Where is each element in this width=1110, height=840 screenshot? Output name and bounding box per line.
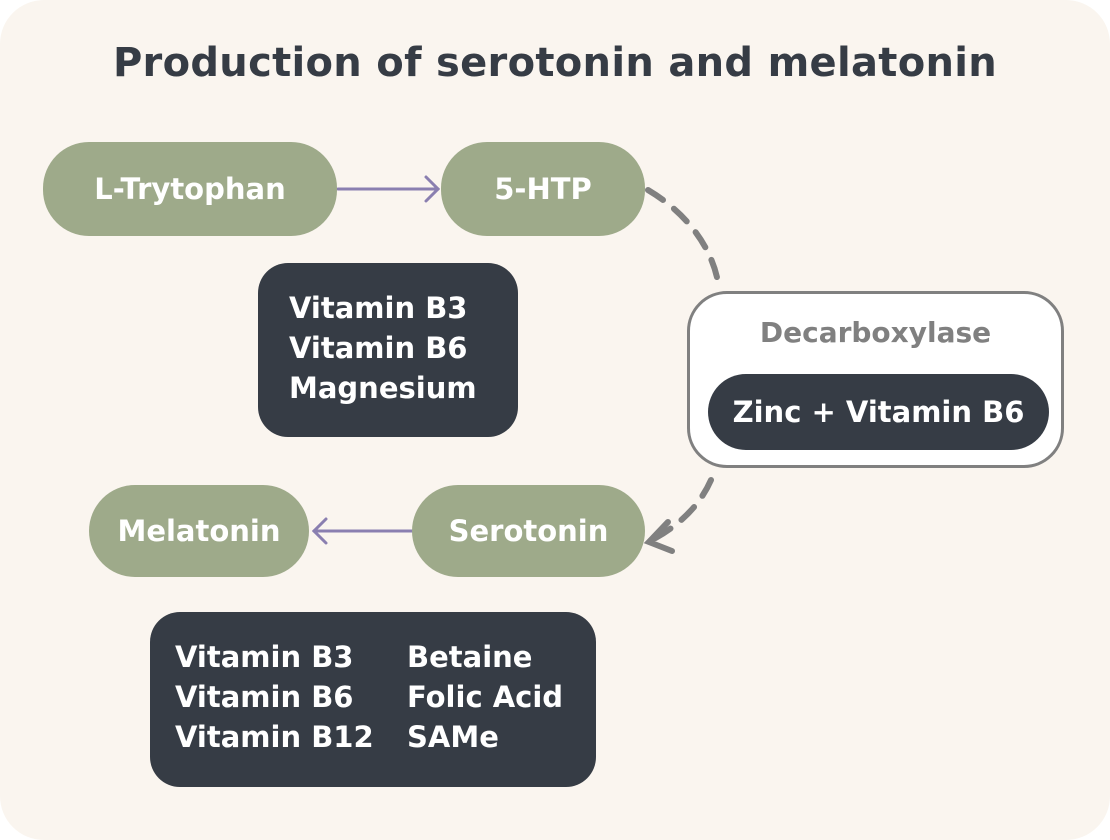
- cofactor: Vitamin B6: [289, 331, 468, 365]
- cofactor: Vitamin B6: [175, 680, 354, 714]
- enzyme-label: Decarboxylase: [759, 316, 992, 349]
- node-label: Melatonin: [117, 514, 281, 548]
- cofactor: Folic Acid: [407, 680, 564, 714]
- cofactor: Vitamin B3: [175, 640, 354, 674]
- cofactors-box-1: Vitamin B3 Vitamin B6 Magnesium: [258, 263, 518, 437]
- diagram-title: Production of serotonin and melatonin: [112, 40, 998, 86]
- enzyme-box: Decarboxylase Zinc + Vitamin B6: [687, 291, 1064, 468]
- cofactor: Betaine: [407, 640, 533, 674]
- arrow-serotonin-to-melatonin: [311, 517, 414, 545]
- node-l-tryptophan: L-Trytophan: [43, 142, 337, 236]
- node-label: 5-HTP: [494, 172, 592, 206]
- node-label: Serotonin: [448, 514, 609, 548]
- enzyme-cofactor: Zinc + Vitamin B6: [708, 374, 1049, 450]
- enzyme-cofactor-label: Zinc + Vitamin B6: [732, 395, 1025, 429]
- node-serotonin: Serotonin: [412, 485, 645, 577]
- node-5-htp: 5-HTP: [441, 142, 645, 236]
- node-label: L-Trytophan: [94, 172, 286, 206]
- cofactors-box-2: Vitamin B3 Vitamin B6 Vitamin B12 Betain…: [150, 612, 596, 787]
- cofactor: SAMe: [407, 720, 499, 754]
- cofactor: Vitamin B12: [175, 720, 374, 754]
- node-melatonin: Melatonin: [89, 485, 309, 577]
- cofactor: Magnesium: [289, 371, 477, 405]
- dashed-arrow-5htp-to-serotonin: [643, 187, 721, 554]
- arrow-tryptophan-to-5htp: [336, 175, 441, 203]
- cofactor: Vitamin B3: [289, 291, 468, 325]
